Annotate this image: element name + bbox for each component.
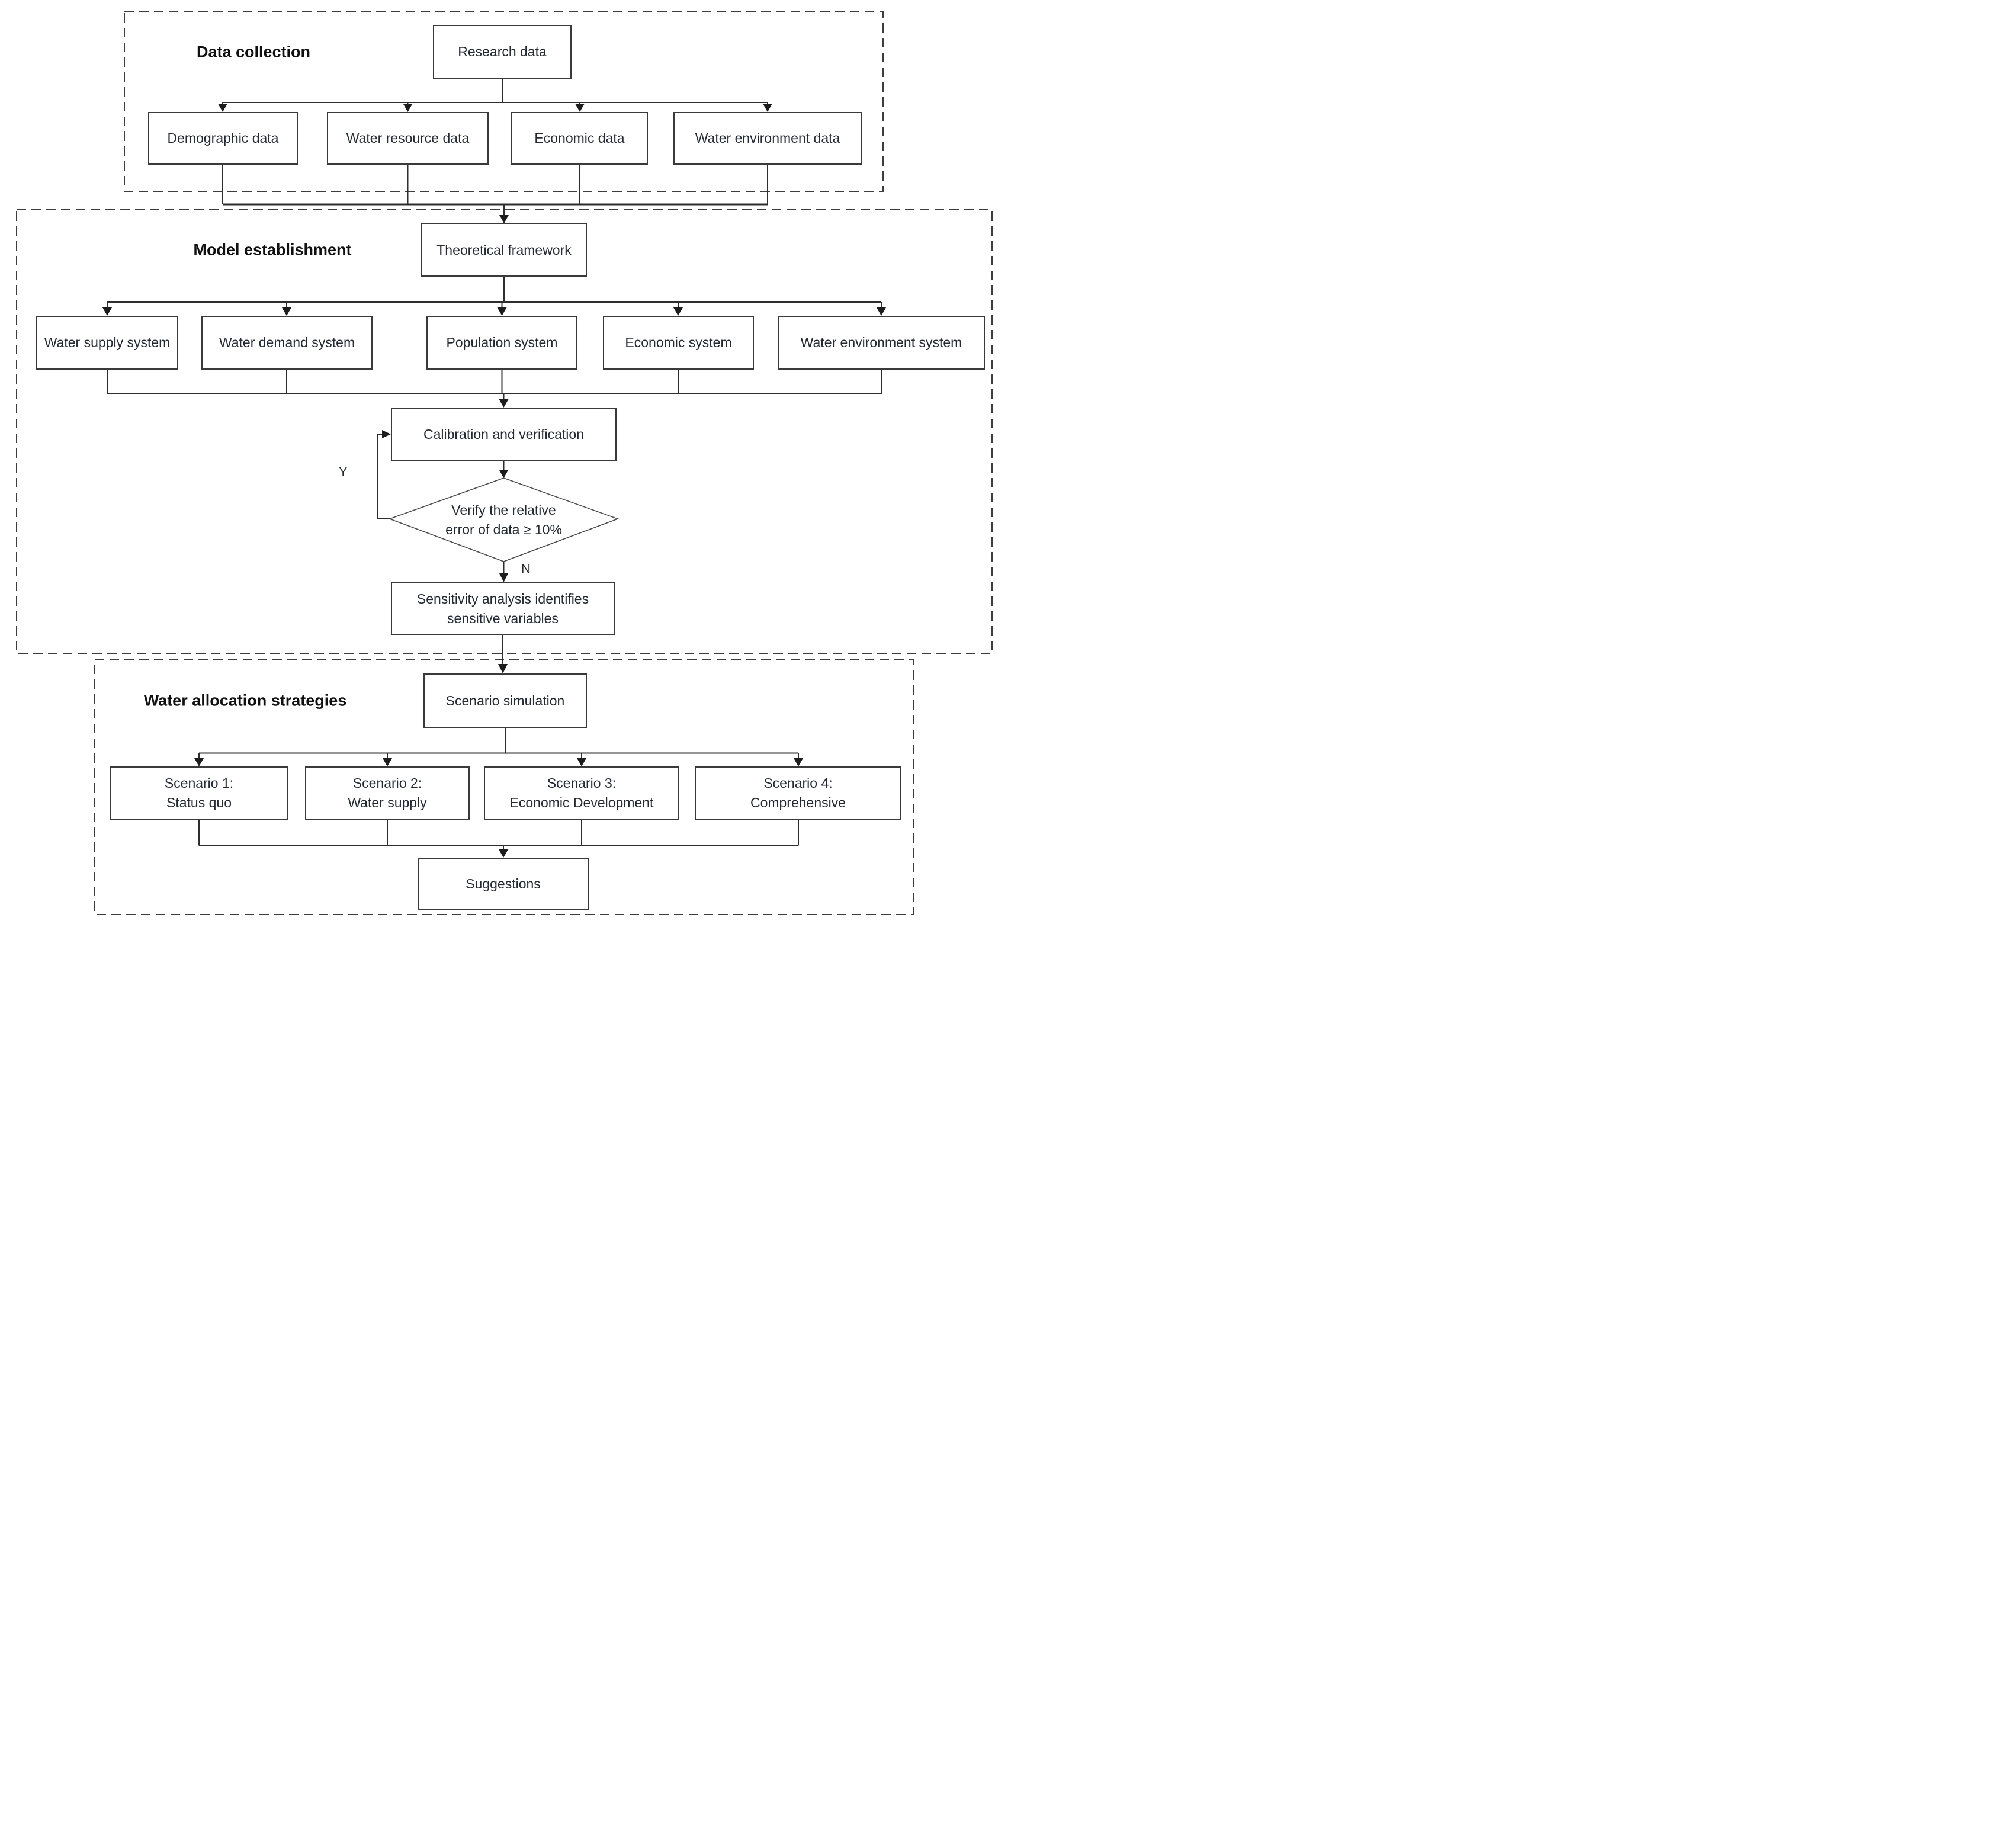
node-label: Economic system bbox=[625, 335, 732, 350]
flowchart-canvas: Data collection Model establishment Wate… bbox=[0, 0, 1003, 924]
node-label: Population system bbox=[446, 335, 558, 350]
node-label: Economic data bbox=[534, 130, 625, 146]
connector-lines bbox=[16, 11, 993, 915]
data-collection-frame bbox=[124, 11, 884, 192]
node-label-line2: Economic Development bbox=[509, 795, 654, 810]
edge-label-yes: Y bbox=[339, 464, 348, 479]
node-scenario-simulation: Scenario simulation bbox=[423, 673, 587, 728]
node-label-line1: Scenario 1: bbox=[164, 775, 234, 791]
connector-paths bbox=[107, 79, 882, 851]
node-label-line2: Comprehensive bbox=[750, 795, 846, 810]
node-label: Water supply system bbox=[44, 335, 171, 350]
arrowhead-icons bbox=[102, 104, 886, 858]
section-label-model-establishment: Model establishment bbox=[193, 240, 352, 259]
node-scenario-3: Scenario 3: Economic Development bbox=[484, 766, 679, 820]
node-scenario-1: Scenario 1: Status quo bbox=[110, 766, 288, 820]
node-scenario-2: Scenario 2: Water supply bbox=[305, 766, 470, 820]
node-water-demand-system: Water demand system bbox=[201, 316, 373, 370]
node-label-line2: Water supply bbox=[348, 795, 427, 810]
node-economic-data: Economic data bbox=[511, 112, 648, 165]
node-label: Calibration and verification bbox=[423, 426, 585, 442]
node-scenario-4: Scenario 4: Comprehensive bbox=[695, 766, 901, 820]
node-suggestions: Suggestions bbox=[418, 858, 589, 910]
node-label: Scenario simulation bbox=[445, 692, 565, 708]
node-label-line1: Scenario 2: bbox=[352, 775, 422, 791]
node-demographic-data: Demographic data bbox=[148, 112, 298, 165]
decision-diamond-shape bbox=[388, 477, 620, 562]
node-label: Water environment system bbox=[800, 335, 962, 350]
node-verify-decision: Verify the relative error of data ≥ 10% bbox=[390, 478, 618, 562]
node-water-resource-data: Water resource data bbox=[327, 112, 489, 165]
node-label-line2: Status quo bbox=[166, 795, 232, 810]
node-research-data: Research data bbox=[433, 25, 572, 79]
node-water-supply-system: Water supply system bbox=[36, 316, 178, 370]
node-label: Demographic data bbox=[167, 130, 279, 146]
node-label-line2: sensitive variables bbox=[447, 610, 559, 626]
node-sensitivity-analysis: Sensitivity analysis identifies sensitiv… bbox=[391, 582, 615, 635]
node-label: Research data bbox=[458, 44, 547, 59]
node-population-system: Population system bbox=[426, 316, 577, 370]
node-label: Theoretical framework bbox=[436, 242, 572, 258]
water-allocation-frame bbox=[94, 659, 914, 915]
node-water-environment-data: Water environment data bbox=[673, 112, 862, 165]
node-theoretical-framework: Theoretical framework bbox=[421, 223, 587, 277]
section-frames bbox=[16, 11, 993, 915]
section-label-water-allocation: Water allocation strategies bbox=[143, 691, 347, 710]
section-label-data-collection: Data collection bbox=[196, 43, 311, 61]
node-label: Water demand system bbox=[219, 335, 355, 350]
node-label-line1: Scenario 3: bbox=[547, 775, 617, 791]
node-label-line2: error of data ≥ 10% bbox=[445, 521, 562, 537]
node-label: Water environment data bbox=[695, 130, 840, 146]
node-label: Water resource data bbox=[346, 130, 470, 146]
node-label-line1: Sensitivity analysis identifies bbox=[416, 591, 589, 607]
node-label-line1: Scenario 4: bbox=[763, 775, 833, 791]
edge-label-no: N bbox=[521, 562, 531, 576]
node-water-environment-system: Water environment system bbox=[778, 316, 985, 370]
node-economic-system: Economic system bbox=[603, 316, 754, 370]
node-label: Suggestions bbox=[466, 876, 541, 891]
node-calibration-verification: Calibration and verification bbox=[391, 408, 617, 461]
node-label-line1: Verify the relative bbox=[451, 502, 556, 518]
